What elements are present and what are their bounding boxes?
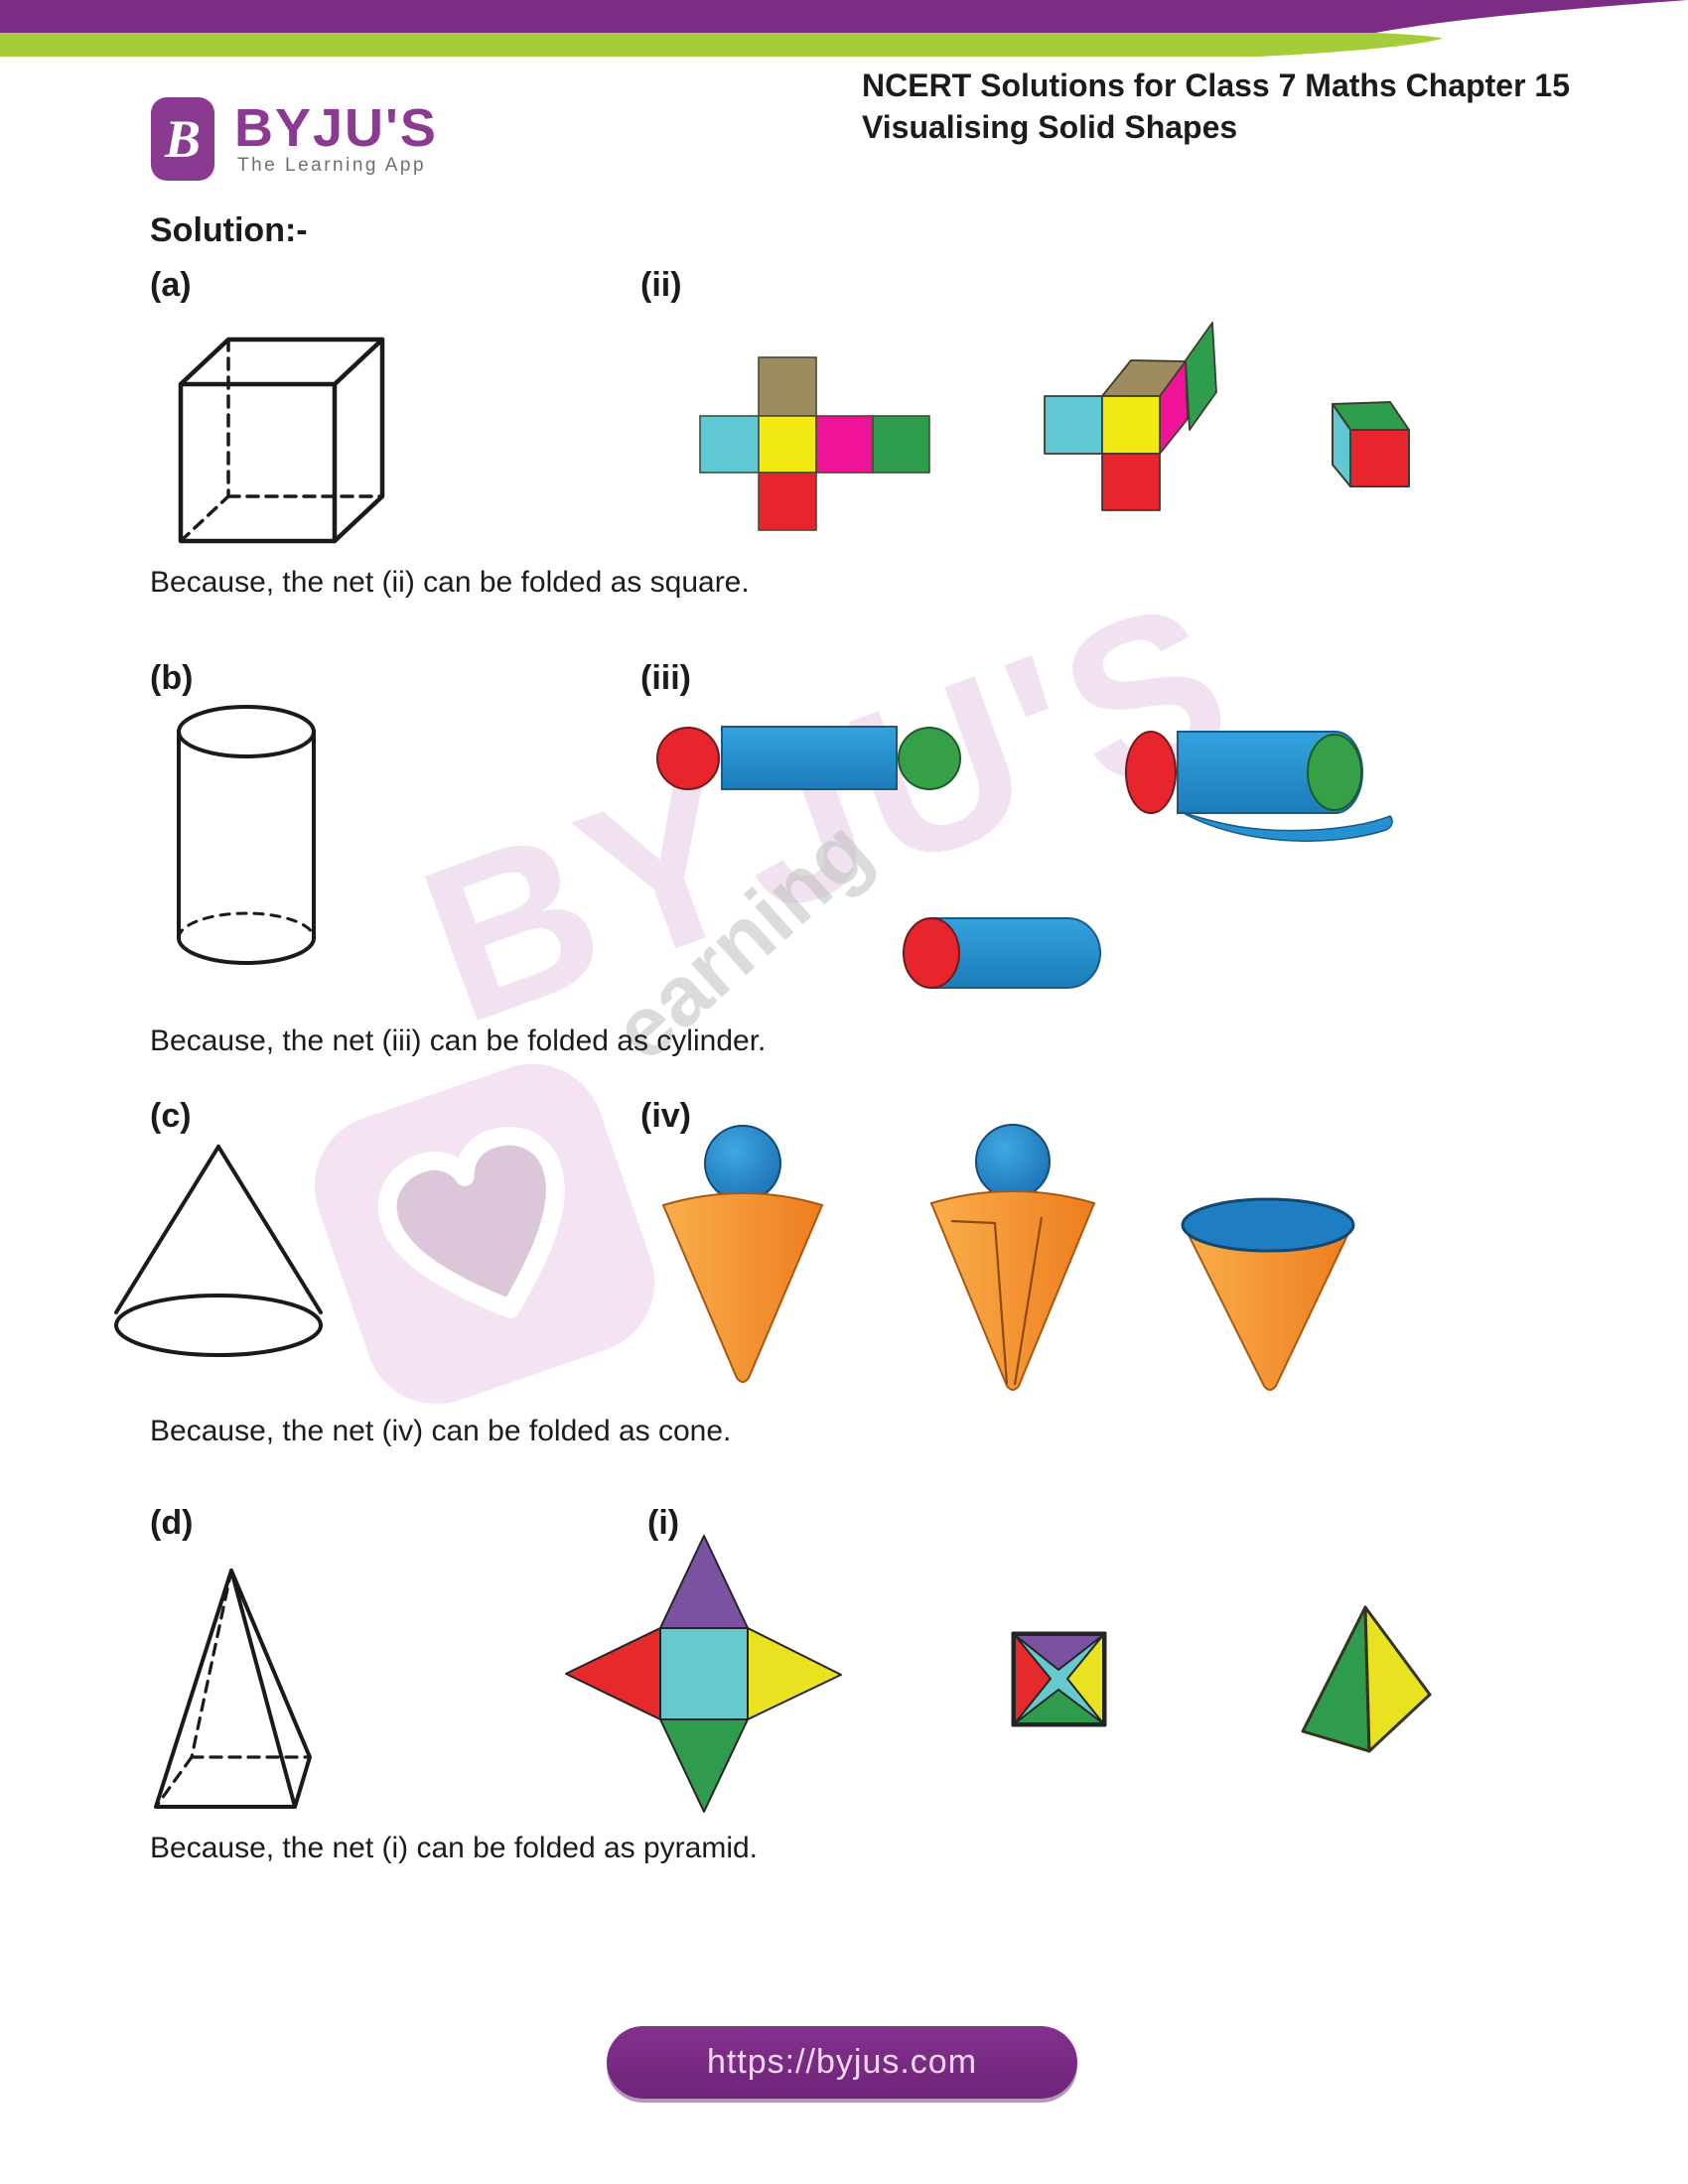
- part-label-b: (b): [150, 659, 194, 697]
- caption-cube: Because, the net (ii) can be folded as s…: [150, 566, 750, 599]
- caption-cone: Because, the net (iv) can be folded as c…: [150, 1415, 732, 1447]
- part-label-a: (a): [150, 266, 192, 304]
- solution-heading: Solution:-: [150, 211, 308, 249]
- caption-pyramid: Because, the net (i) can be folded as py…: [150, 1832, 759, 1864]
- byjus-logo-tagline: The Learning App: [237, 155, 427, 176]
- net-label-ii: (ii): [640, 266, 682, 304]
- net-label-iv: (iv): [640, 1097, 691, 1135]
- page-title-line2: Visualising Solid Shapes: [862, 109, 1238, 145]
- byjus-logo-wordmark: BYJU'S: [234, 98, 438, 158]
- part-label-c: (c): [150, 1097, 192, 1135]
- heart-icon: [377, 1126, 565, 1318]
- page-title-line1: NCERT Solutions for Class 7 Maths Chapte…: [862, 68, 1571, 103]
- net-label-iii: (iii): [640, 659, 691, 697]
- watermark-badge: [295, 1044, 674, 1424]
- net-label-i: (i): [647, 1504, 680, 1542]
- footer-link[interactable]: https://byjus.com: [607, 2026, 1077, 2099]
- part-label-d: (d): [150, 1504, 194, 1542]
- footer-url-text: https://byjus.com: [706, 2043, 978, 2081]
- caption-cylinder: Because, the net (iii) can be folded as …: [150, 1024, 767, 1057]
- byjus-logo-icon: B: [151, 97, 214, 181]
